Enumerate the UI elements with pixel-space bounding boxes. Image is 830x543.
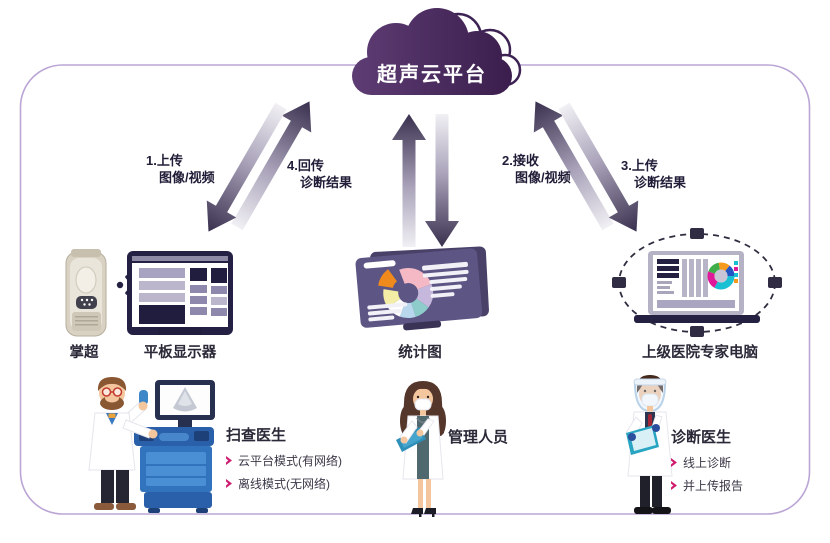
role-bullet: 云平台模式(有网络) — [226, 452, 342, 469]
cloud-icon — [352, 8, 522, 95]
expert-computer-illustration — [612, 228, 782, 337]
flow-label-upload-images: 1.上传 图像/视频 — [146, 152, 215, 186]
statistics-chart-illustration — [355, 246, 489, 331]
rainbow-donut-icon — [707, 262, 735, 290]
expert-computer-label: 上级医院专家电脑 — [642, 345, 758, 361]
role-scanning-doctor: 扫查医生 云平台模式(有网络) 离线模式(无网络) — [226, 424, 342, 492]
flow-step: 2.接收 — [502, 153, 539, 168]
arrow-cloud-to-tablet — [206, 102, 287, 232]
diagnosing-doctor-illustration — [625, 375, 673, 514]
bullet-text: 云平台模式(有网络) — [238, 454, 342, 468]
flow-label-receive-images: 2.接收 图像/视频 — [502, 152, 571, 186]
role-diagnosing-doctor: 诊断医生 线上诊断 并上传报告 — [671, 426, 743, 494]
arrow-tablet-to-cloud — [231, 101, 312, 231]
tablet-display-illustration — [127, 251, 233, 335]
role-bullet: 离线模式(无网络) — [226, 475, 342, 492]
flow-detail: 图像/视频 — [515, 170, 571, 185]
chevron-bullet-icon — [671, 481, 677, 490]
handheld-ultrasound-illustration — [65, 249, 107, 337]
flow-detail: 诊断结果 — [634, 175, 687, 190]
chevron-bullet-icon — [226, 479, 232, 488]
flow-step: 1.上传 — [146, 153, 183, 168]
arrow-expert-to-cloud — [533, 101, 614, 231]
flow-step: 4.回传 — [287, 158, 324, 173]
flow-label-return-results: 4.回传 诊断结果 — [287, 157, 352, 191]
bullet-text: 线上诊断 — [683, 456, 732, 470]
handheld-ultrasound-label: 掌超 — [69, 345, 99, 361]
bullet-text: 并上传报告 — [683, 479, 744, 493]
role-title: 诊断医生 — [671, 429, 732, 446]
arrow-cloud-to-expert — [558, 102, 639, 232]
scanning-doctor-illustration — [88, 377, 215, 513]
flow-step: 3.上传 — [621, 158, 658, 173]
chevron-bullet-icon — [226, 456, 232, 465]
bullet-text: 离线模式(无网络) — [238, 477, 330, 491]
arrow-cloud-to-stats — [425, 114, 459, 247]
arrow-stats-to-cloud — [392, 114, 426, 247]
role-title: 管理人员 — [448, 429, 509, 446]
role-bullet: 线上诊断 — [671, 454, 743, 471]
flow-detail: 诊断结果 — [300, 175, 353, 190]
donut-chart-icon — [377, 264, 434, 319]
statistics-chart-label: 统计图 — [398, 345, 442, 361]
role-bullet: 并上传报告 — [671, 477, 743, 494]
role-title: 扫查医生 — [226, 427, 287, 444]
chevron-bullet-icon — [671, 458, 677, 467]
flow-detail: 图像/视频 — [159, 170, 215, 185]
role-admin-staff: 管理人员 — [448, 426, 508, 454]
cloud-platform-title: 超声云平台 — [377, 64, 487, 86]
admin-staff-illustration — [396, 381, 446, 517]
tablet-display-label: 平板显示器 — [143, 345, 217, 361]
flow-label-upload-results: 3.上传 诊断结果 — [621, 157, 686, 191]
